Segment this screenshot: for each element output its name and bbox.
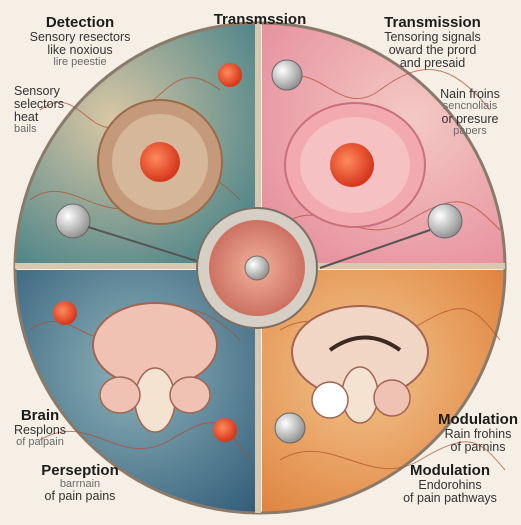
- detection-line-2: like noxious: [47, 42, 113, 57]
- label-brain: Brain Resplons of palpain: [0, 408, 80, 448]
- label-modulation-upper: Modulation Rain frohins of parnins: [435, 412, 521, 454]
- selectors-line-2: selectors: [14, 97, 65, 112]
- nerve-ending-icon: [53, 301, 77, 325]
- selectors-line-4: bails: [14, 123, 37, 136]
- brain-illustration: [92, 302, 218, 433]
- nain-line-3: or presure: [441, 111, 499, 126]
- spinal-cord-illustration: [284, 102, 426, 228]
- probe-icon: [55, 203, 201, 263]
- label-nain-froins: Nain froins sencnoliais or presure paper…: [420, 87, 520, 137]
- detection-title: Detection: [45, 14, 115, 31]
- sensory-receptor-illustration: [97, 99, 223, 225]
- label-transmission: Transmission Tensoring signals oward the…: [350, 15, 515, 70]
- modulation-upper-line-2: of parnins: [450, 439, 506, 454]
- modulation-upper-title: Modulation: [438, 411, 518, 428]
- probe-icon: [271, 59, 303, 91]
- selectors-line-3: heat: [14, 110, 39, 125]
- selectors-line-1: Sensory: [14, 84, 60, 98]
- nain-line-1: Nain froins: [440, 87, 500, 101]
- transmission-line-3: and presaid: [399, 56, 466, 70]
- probe-icon: [274, 412, 306, 444]
- nerve-ending-icon: [213, 418, 237, 442]
- perseption-title: Perseption: [41, 462, 119, 479]
- perseption-line-1: barrnain: [59, 477, 101, 490]
- transmission-title: Transmission: [384, 14, 481, 31]
- brain-illustration: [291, 305, 429, 424]
- label-sensory-selectors: Sensory selectors heat bails: [14, 84, 104, 136]
- brain-line-1: Resplons: [13, 422, 67, 437]
- center-hub: [196, 207, 318, 329]
- detection-line-3: lire peestie: [53, 56, 107, 68]
- label-perseption: Perseption barrnain of pain pains: [10, 463, 150, 503]
- perseption-line-2: of pain pains: [44, 489, 116, 504]
- probe-icon: [319, 203, 463, 269]
- label-modulation-lower: Modulation Endorohins of pain pathways: [380, 463, 520, 505]
- modulation-lower-line-2: of pain pathways: [403, 490, 497, 505]
- brain-line-2: of palpain: [16, 435, 64, 448]
- transmission-line-1: Tensoring signals: [384, 29, 481, 44]
- nerve-ending-icon: [218, 63, 242, 87]
- label-detection: Detection Sensory resectors like noxious…: [5, 15, 155, 69]
- top-title: Transmssion: [213, 11, 307, 28]
- detection-line-1: Sensory resectors: [29, 29, 131, 44]
- transmission-line-2: oward the prord: [388, 42, 477, 57]
- modulation-lower-title: Modulation: [410, 462, 490, 479]
- nain-line-2: sencnoliais: [442, 100, 498, 113]
- nain-line-4: papers: [453, 124, 487, 137]
- modulation-lower-line-1: Endorohins: [418, 477, 482, 492]
- modulation-upper-line-1: Rain frohins: [444, 426, 512, 441]
- brain-title: Brain: [20, 407, 60, 424]
